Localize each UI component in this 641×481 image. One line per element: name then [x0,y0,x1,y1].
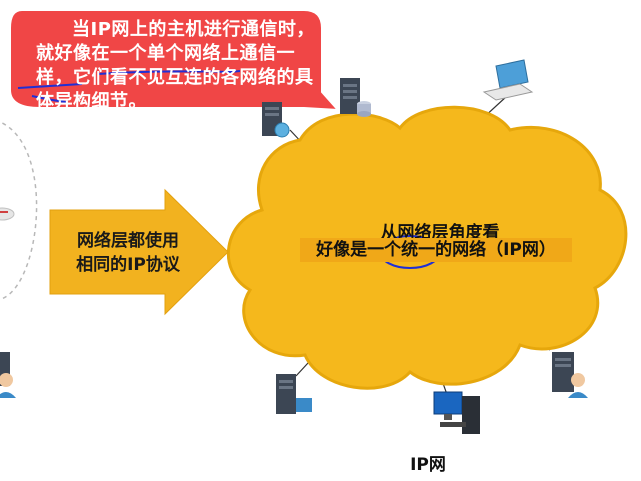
server-user-icon-left [0,352,16,398]
server-user-icon [552,352,588,398]
callout-bubble [9,9,341,112]
callout-text: 当IP网上的主机进行通信时，就好像在一个单个网络上通信一样，它们看不见互连的各网… [36,19,315,112]
server-database-icon [340,78,371,117]
arrow-label-line2: 相同的IP协议 [76,255,180,275]
arrow-label-line1: 网络层都使用 [77,231,179,251]
cloud-label-line2: 好像是一个统一的网络（IP网） [300,238,572,262]
laptop-icon [482,59,534,101]
server-globe-icon [262,102,290,138]
router-icon [0,207,15,221]
server-icon [276,374,312,414]
dashed-network-boundary [0,121,38,300]
ip-network-caption: IP网 [410,455,446,475]
protocol-arrow [49,188,229,316]
arrow-label: 网络层都使用 相同的IP协议 [58,229,198,277]
desktop-computer-icon [433,391,480,434]
